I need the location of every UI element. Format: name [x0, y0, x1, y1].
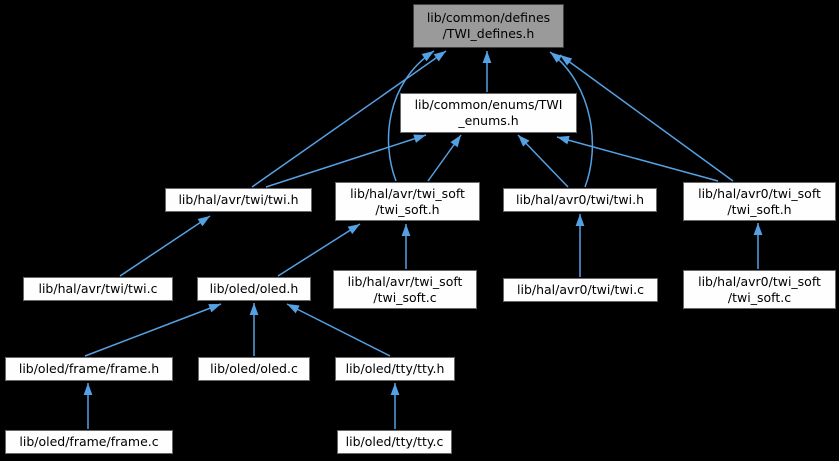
- edge-hal-avr-twi-soft-h-to-twi-defines-h: [387, 50, 435, 182]
- edge-hal-avr-twi-c-to-hal-avr-twi-h: [119, 215, 211, 277]
- node-label: lib/hal/avr0/twi/twi.h: [515, 192, 645, 207]
- node-label: lib/hal/avr0/twi_soft: [698, 273, 821, 289]
- node-label: lib/hal/avr/twi/twi.h: [178, 192, 299, 207]
- edge-hal-avr0-twi-h-to-twi-enums-h: [517, 134, 569, 188]
- node-label: lib/hal/avr0/twi/twi.c: [517, 282, 644, 297]
- node-oled-c[interactable]: lib/oled/oled.c: [198, 357, 310, 381]
- node-hal-avr0-twi-c[interactable]: lib/hal/avr0/twi/twi.c: [503, 278, 658, 302]
- node-hal-avr-twi-soft-h[interactable]: lib/hal/avr/twi_soft /twi_soft.h: [335, 182, 480, 221]
- node-label: lib/oled/oled.c: [210, 361, 298, 376]
- node-oled-frame-c[interactable]: lib/oled/frame/frame.c: [5, 430, 173, 454]
- node-label: _enums.h: [458, 113, 519, 128]
- node-oled-frame-h[interactable]: lib/oled/frame/frame.h: [5, 357, 173, 381]
- node-label: lib/oled/oled.h: [209, 281, 299, 296]
- node-oled-h[interactable]: lib/oled/oled.h: [197, 277, 311, 301]
- node-label: lib/oled/tty/tty.h: [345, 361, 445, 376]
- edge-hal-avr0-twi-soft-h-to-twi-defines-h: [559, 54, 734, 182]
- node-hal-avr-twi-soft-c[interactable]: lib/hal/avr/twi_soft /twi_soft.c: [333, 270, 477, 309]
- node-label: lib/oled/tty/tty.c: [345, 434, 444, 449]
- node-label: lib/oled/frame/frame.h: [18, 361, 160, 376]
- edge-hal-avr-twi-h-to-twi-enums-h: [265, 134, 427, 188]
- node-hal-avr-twi-c[interactable]: lib/hal/avr/twi/twi.c: [23, 277, 173, 301]
- node-twi-enums-h[interactable]: lib/common/enums/TWI _enums.h: [400, 93, 577, 133]
- node-label: lib/hal/avr/twi/twi.c: [38, 281, 158, 296]
- node-oled-tty-c[interactable]: lib/oled/tty/tty.c: [337, 430, 452, 454]
- node-label: lib/hal/avr/twi_soft: [350, 185, 465, 201]
- node-twi-defines-h: lib/common/defines /TWI_defines.h: [413, 4, 564, 48]
- node-label: lib/oled/frame/frame.c: [19, 434, 159, 449]
- node-label: /twi_soft.c: [727, 289, 792, 305]
- edge-oled-frame-h-to-oled-h: [84, 303, 222, 357]
- node-label: /twi_soft.h: [727, 201, 792, 217]
- edge-oled-h-to-hal-avr-twi-soft-h: [277, 223, 361, 277]
- edge-oled-tty-h-to-oled-h: [286, 303, 391, 357]
- node-hal-avr-twi-h[interactable]: lib/hal/avr/twi/twi.h: [165, 188, 312, 212]
- node-hal-avr0-twi-soft-h[interactable]: lib/hal/avr0/twi_soft /twi_soft.h: [683, 182, 836, 221]
- node-label: /twi_soft.h: [375, 201, 440, 217]
- node-label: lib/hal/avr/twi_soft: [347, 273, 463, 289]
- node-label: /twi_soft.c: [373, 289, 437, 305]
- node-label: /TWI_defines.h: [442, 26, 535, 41]
- edge-hal-avr-twi-soft-h-to-twi-enums-h: [427, 134, 462, 182]
- edge-hal-avr-twi-h-to-twi-defines-h: [251, 50, 447, 188]
- edge-hal-avr0-twi-soft-h-to-twi-enums-h: [556, 135, 719, 182]
- node-hal-avr0-twi-h[interactable]: lib/hal/avr0/twi/twi.h: [503, 188, 657, 212]
- node-label: lib/common/enums/TWI: [414, 97, 563, 112]
- node-label: lib/hal/avr0/twi_soft: [698, 185, 821, 201]
- node-oled-tty-h[interactable]: lib/oled/tty/tty.h: [335, 357, 455, 381]
- node-label: lib/common/defines: [426, 10, 551, 25]
- node-hal-avr0-twi-soft-c[interactable]: lib/hal/avr0/twi_soft /twi_soft.c: [683, 270, 836, 309]
